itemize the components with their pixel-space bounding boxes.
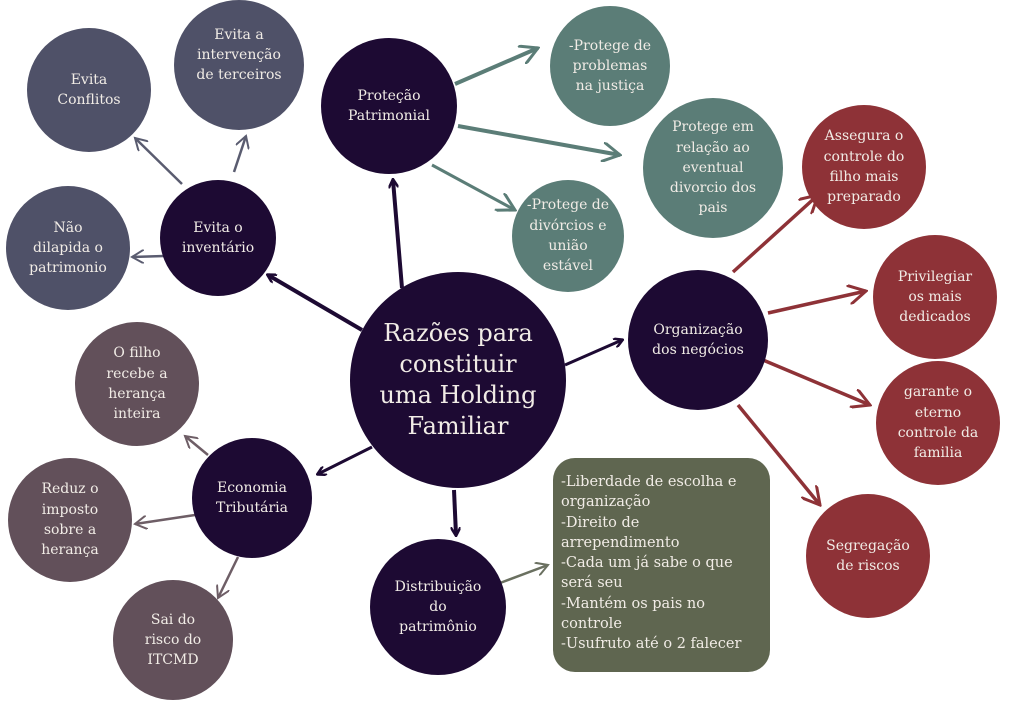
node-economia-tributaria: Economia Tributária [192, 438, 312, 558]
node-protege-uniao: -Protege de divórcios e união estável [512, 180, 624, 292]
arrow-economia-filho [185, 436, 209, 456]
node-filho-recebe: O filho recebe a herança inteira [75, 322, 199, 446]
node-evita-intervencao: Evita a intervenção de terceiros [174, 0, 304, 130]
arrow-org-assegura [731, 195, 818, 274]
node-protecao-patrimonial: Proteção Patrimonial [321, 38, 457, 174]
arrow-inventario-dilapida [132, 256, 165, 257]
distribuicao-details-box: -Liberdade de escolha e organização -Dir… [553, 458, 770, 672]
node-distribuicao-patrimonio: Distribuição do patrimônio [370, 539, 506, 675]
node-protege-divorcio-pais: Protege em relação ao eventual divorcio … [643, 98, 783, 238]
arrow-org-segregacao [736, 403, 820, 505]
arrow-org-garante [762, 358, 870, 405]
arrow-center-protecao [393, 180, 404, 289]
arrow-distribuicao-box [499, 565, 548, 585]
node-organizacao-negocios: Organização dos negócios [628, 270, 768, 410]
arrow-protecao-divorcio-pais [457, 124, 620, 155]
arrow-center-organizacao [564, 340, 622, 367]
node-segregacao-riscos: Segregação de riscos [806, 494, 930, 618]
detail-item: -Liberdade de escolha e organização [561, 474, 737, 511]
detail-item: -Cada um já sabe o que será seu [561, 555, 733, 592]
arrow-inventario-terceiros [232, 136, 246, 173]
central-node: Razões para constituir uma Holding Famil… [350, 272, 566, 488]
arrow-economia-itcmd [218, 556, 240, 598]
arrow-economia-reduz [135, 513, 196, 524]
node-privilegiar: Privilegiar os mais dedicados [873, 235, 997, 359]
arrow-inventario-conflitos [135, 138, 183, 185]
node-garante-controle: garante o eterno controle da familia [876, 361, 1000, 485]
detail-item: -Direito de arrependimento [561, 514, 680, 551]
detail-item: -Mantém os pais no controle [561, 595, 705, 633]
node-assegura-controle: Assegura o controle do filho mais prepar… [802, 105, 926, 229]
node-sai-itcmd: Sai do risco do ITCMD [113, 580, 233, 700]
arrow-protecao-justica [454, 48, 538, 86]
node-protege-justica: -Protege de problemas na justiça [550, 6, 670, 126]
node-nao-dilapida: Não dilapida o patrimonio [6, 186, 130, 310]
node-reduz-imposto: Reduz o imposto sobre a herança [8, 458, 132, 582]
arrow-protecao-uniao [431, 163, 515, 210]
arrow-center-distribuicao [454, 489, 456, 535]
arrow-center-inventario [268, 275, 364, 332]
detail-item: -Usufruto até o 2 falecer [561, 636, 742, 653]
arrow-center-economia [318, 445, 373, 474]
node-evita-conflitos: Evita Conflitos [27, 28, 151, 152]
node-evita-inventario: Evita o inventário [160, 180, 276, 296]
arrow-org-privilegiar [767, 291, 866, 315]
